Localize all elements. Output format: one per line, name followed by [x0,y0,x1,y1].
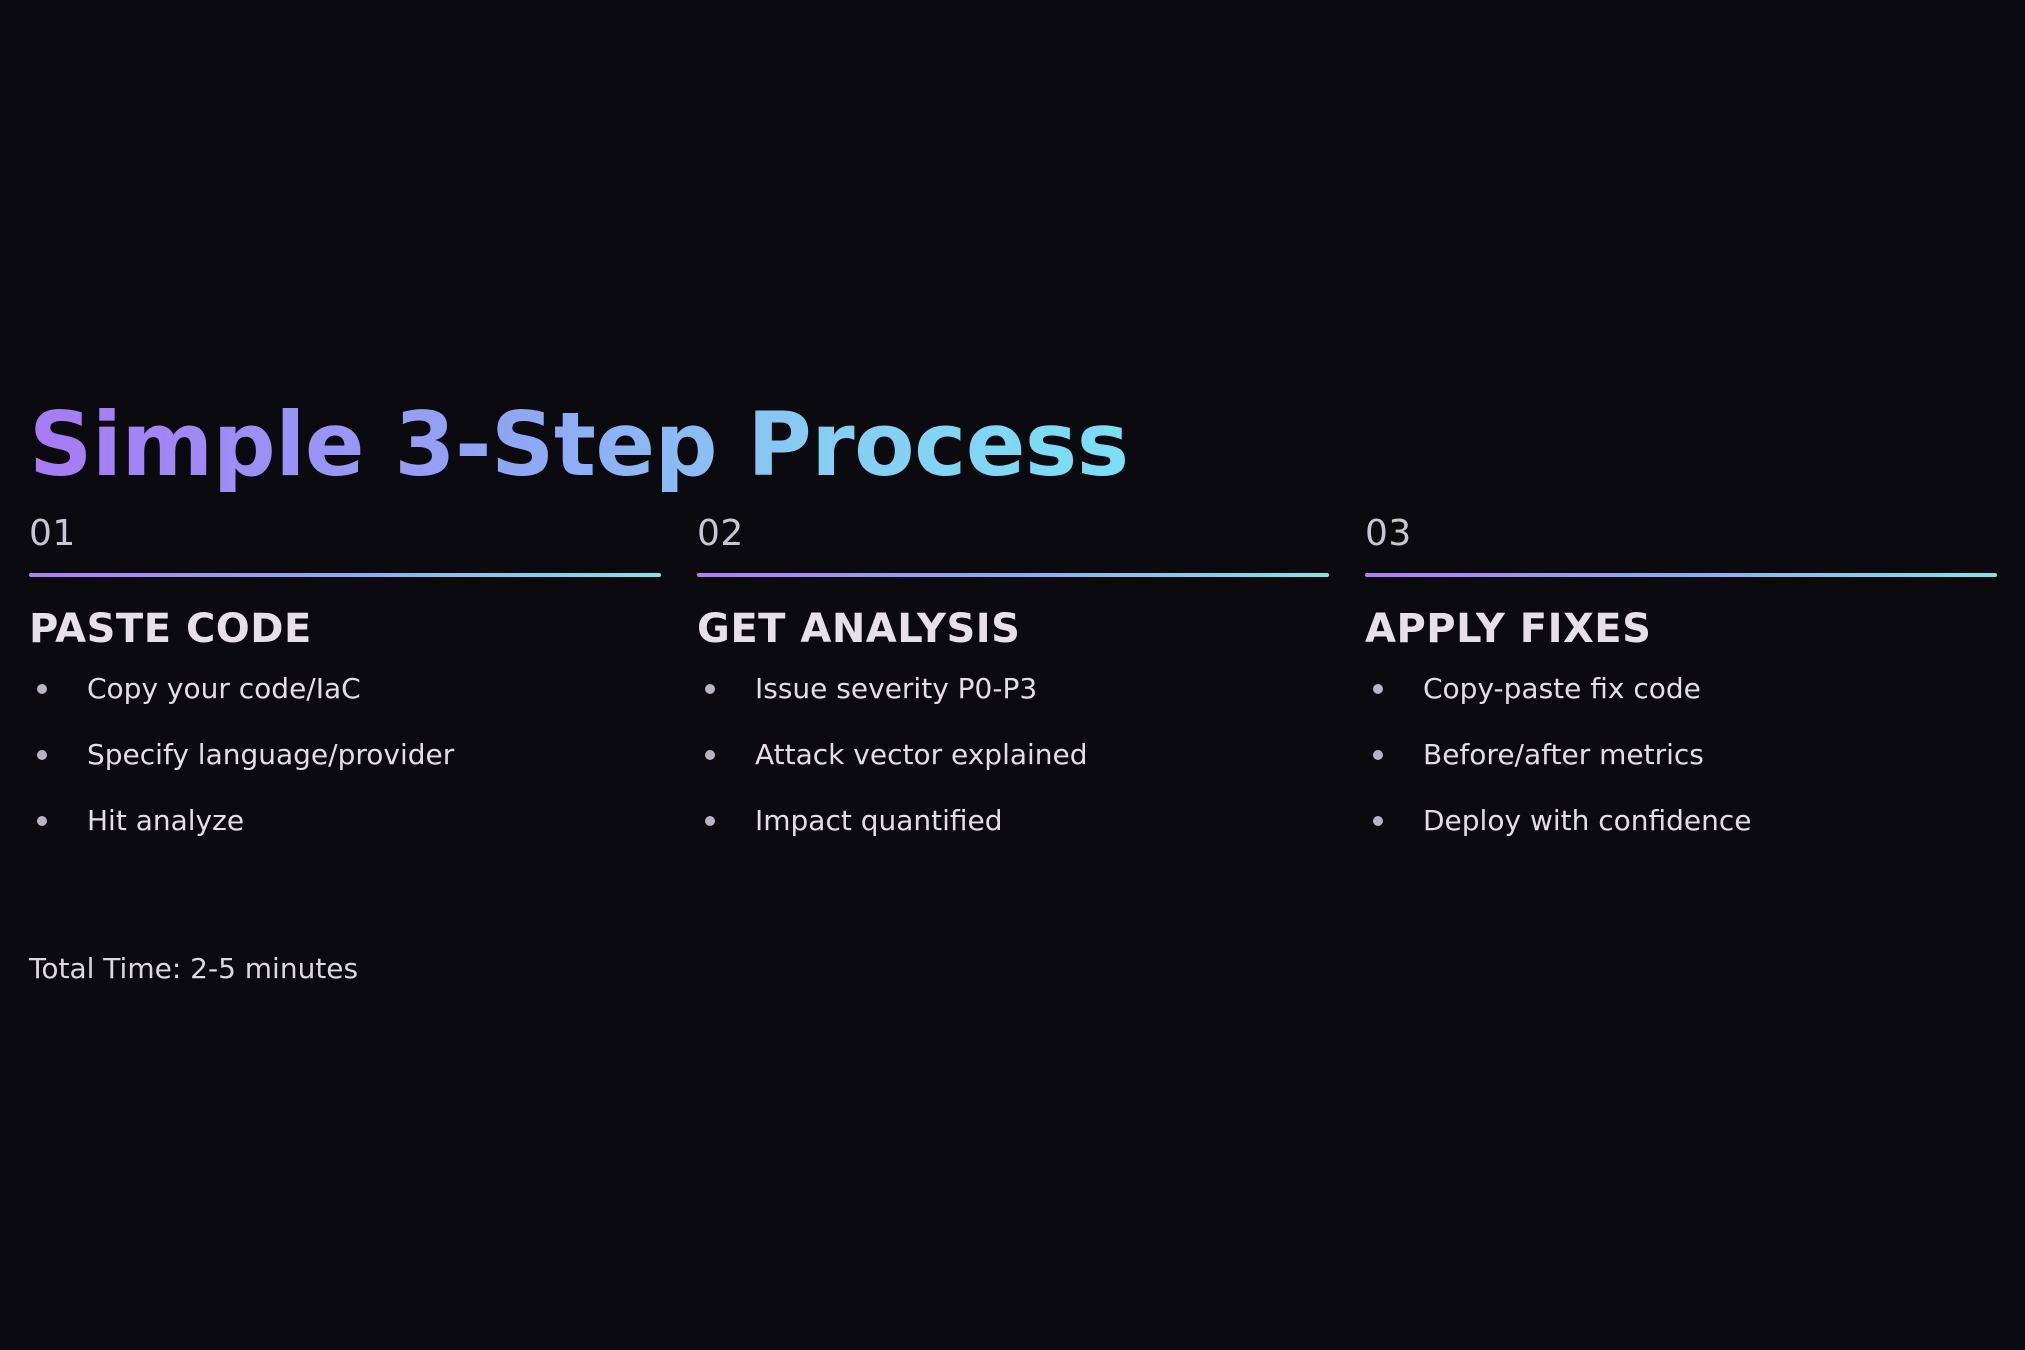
steps-container: 01 PASTE CODE Copy your code/IaC Specify… [0,516,2025,896]
list-item: Specify language/provider [29,741,661,769]
step-heading-3: APPLY FIXES [1365,606,1652,652]
list-item-label: Hit analyze [87,804,245,837]
list-item-label: Copy your code/IaC [87,672,361,705]
total-time-label: Total Time: 2-5 minutes [29,952,359,985]
list-item: Copy-paste fix code [1365,675,1997,703]
bullet-icon [1373,684,1383,694]
step-divider-2 [697,573,1329,577]
list-item: Issue severity P0-P3 [697,675,1329,703]
list-item: Deploy with confidence [1365,807,1997,835]
step-heading-2: GET ANALYSIS [697,606,1021,652]
list-item: Copy your code/IaC [29,675,661,703]
step-number-2: 02 [697,513,744,554]
list-item-label: Before/after metrics [1423,738,1704,771]
list-item-label: Impact quantified [755,804,1003,837]
step-number-3: 03 [1365,513,1412,554]
list-item: Hit analyze [29,807,661,835]
bullet-icon [37,684,47,694]
step-column-1: 01 PASTE CODE Copy your code/IaC Specify… [29,516,661,896]
step-heading-1: PASTE CODE [29,606,312,652]
bullet-icon [37,750,47,760]
bullet-icon [1373,816,1383,826]
list-item: Impact quantified [697,807,1329,835]
step-divider-3 [1365,573,1997,577]
step-number-1: 01 [29,513,76,554]
step-column-3: 03 APPLY FIXES Copy-paste fix code Befor… [1365,516,1997,896]
step-list-2: Issue severity P0-P3 Attack vector expla… [697,675,1329,835]
step-divider-1 [29,573,661,577]
list-item-label: Deploy with confidence [1423,804,1752,837]
bullet-icon [705,816,715,826]
list-item-label: Specify language/provider [87,738,455,771]
list-item-label: Issue severity P0-P3 [755,672,1038,705]
bullet-icon [1373,750,1383,760]
bullet-icon [705,750,715,760]
bullet-icon [705,684,715,694]
page-title: Simple 3-Step Process [29,392,1129,496]
list-item: Attack vector explained [697,741,1329,769]
step-list-1: Copy your code/IaC Specify language/prov… [29,675,661,835]
step-list-3: Copy-paste fix code Before/after metrics… [1365,675,1997,835]
list-item-label: Attack vector explained [755,738,1088,771]
step-column-2: 02 GET ANALYSIS Issue severity P0-P3 Att… [697,516,1329,896]
list-item-label: Copy-paste fix code [1423,672,1701,705]
bullet-icon [37,816,47,826]
list-item: Before/after metrics [1365,741,1997,769]
